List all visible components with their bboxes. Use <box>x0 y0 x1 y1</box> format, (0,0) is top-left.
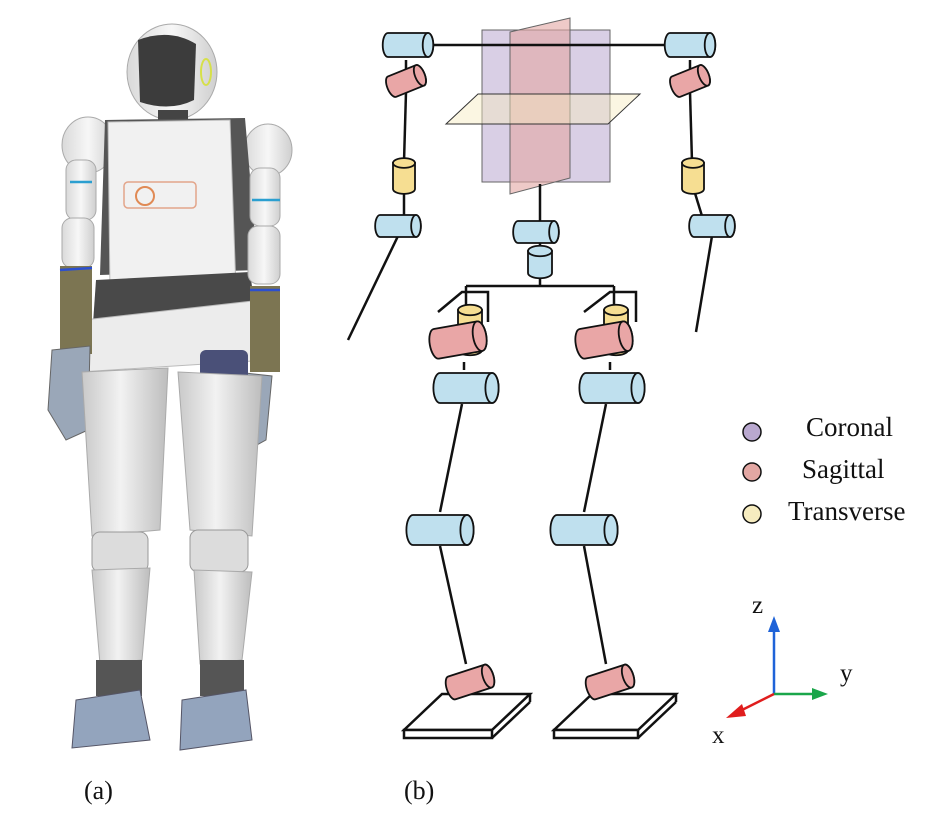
left-elbow-joint <box>374 214 422 238</box>
left-knee-joint <box>405 514 475 546</box>
legend-swatch-coronal <box>742 422 762 442</box>
left-shoulder-roll <box>385 64 427 98</box>
x-axis-arrowhead <box>726 704 746 718</box>
z-axis-arrowhead <box>768 616 780 632</box>
x-axis-label: x <box>712 722 725 749</box>
right-hip-pitch <box>574 320 634 360</box>
coordinate-frame <box>726 616 828 718</box>
waist-pitch-joint <box>512 220 560 244</box>
kinematic-schematic <box>346 17 714 740</box>
y-axis-arrowhead <box>812 688 828 700</box>
right-shoulder-roll <box>669 64 711 98</box>
legend-label-coronal: Coronal <box>806 412 893 442</box>
waist-yaw-joint <box>527 244 553 280</box>
right-ankle-joint <box>584 663 636 701</box>
legend-swatch-transverse <box>742 504 762 524</box>
left-upperarm-yaw <box>392 157 416 195</box>
left-hip-roll <box>432 372 500 404</box>
left-ankle-joint <box>444 663 496 701</box>
legend-swatch-sagittal <box>742 462 762 482</box>
sagittal-plane <box>509 17 571 195</box>
legend-label-sagittal: Sagittal <box>802 454 885 484</box>
right-elbow-joint <box>688 214 736 238</box>
panel-a-label: (a) <box>84 776 113 805</box>
joint-cylinders <box>374 32 736 701</box>
left-foot-plate <box>400 692 534 740</box>
transverse-plane <box>444 93 642 125</box>
left-hip-pitch <box>428 320 488 360</box>
right-hip-roll <box>578 372 646 404</box>
right-foot-plate <box>550 692 680 740</box>
right-upperarm-yaw <box>681 157 705 195</box>
legend <box>742 422 762 524</box>
right-knee-joint <box>549 514 619 546</box>
left-shoulder-joint <box>381 32 435 58</box>
humanoid-robot-render <box>47 23 293 751</box>
x-axis-line <box>737 692 775 714</box>
y-axis-label: y <box>840 660 853 687</box>
legend-label-transverse: Transverse <box>788 496 906 526</box>
panel-b-label: (b) <box>404 776 435 805</box>
right-shoulder-joint <box>663 32 717 58</box>
z-axis-label: z <box>752 592 764 619</box>
